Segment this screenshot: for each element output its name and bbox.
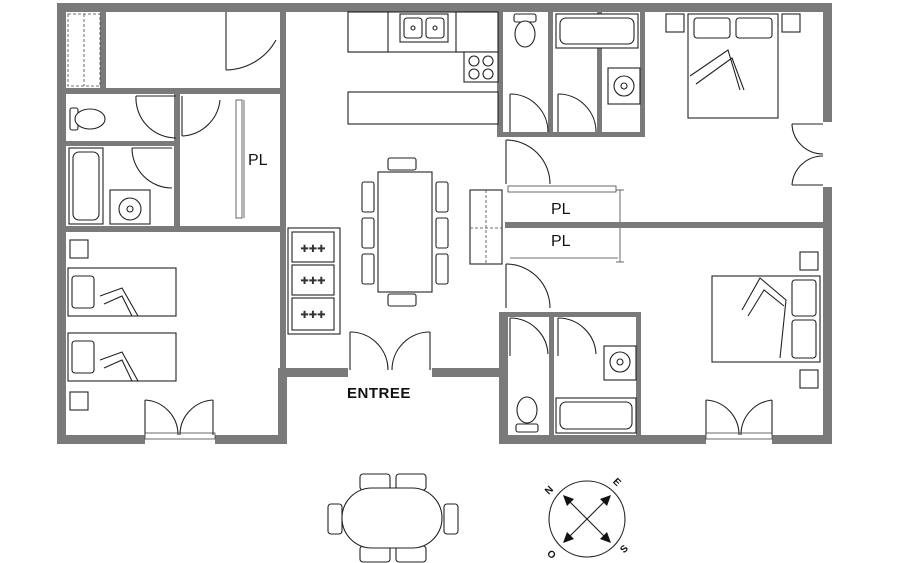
toilet-west bbox=[69, 107, 106, 131]
dining-table bbox=[361, 157, 449, 307]
exterior-walls bbox=[57, 3, 832, 444]
wc-door-west[interactable] bbox=[135, 95, 177, 139]
cooktop bbox=[463, 51, 499, 83]
double-bed-se bbox=[711, 275, 821, 363]
closet-label-ne: PL bbox=[551, 201, 571, 218]
svg-text:✚✚✚: ✚✚✚ bbox=[300, 310, 325, 321]
sink-west bbox=[109, 189, 151, 225]
sink-ne bbox=[607, 67, 641, 105]
nightstand-se-1 bbox=[799, 251, 819, 271]
toilet-ne bbox=[513, 13, 537, 48]
wc-door-ne[interactable] bbox=[509, 93, 549, 133]
single-bed-1 bbox=[67, 267, 177, 317]
sofa: ✚✚✚ ✚✚✚ ✚✚✚ bbox=[287, 227, 341, 335]
nightstand-ne-2 bbox=[781, 13, 801, 33]
toilet-se bbox=[515, 396, 539, 433]
entrance-label: ENTREE bbox=[347, 385, 411, 402]
terrace-dining-set bbox=[327, 473, 459, 563]
hall-door-ne[interactable] bbox=[505, 139, 551, 185]
bathroom-door-se[interactable] bbox=[557, 317, 597, 356]
wc-door-se[interactable] bbox=[509, 317, 549, 356]
nightstand-1 bbox=[69, 239, 89, 259]
closet-west bbox=[235, 99, 245, 219]
compass-east: E bbox=[610, 476, 623, 489]
svg-text:✚✚✚: ✚✚✚ bbox=[300, 276, 325, 287]
compass-west: O bbox=[544, 548, 557, 561]
kitchen-sink bbox=[399, 13, 449, 43]
storage-closet bbox=[67, 13, 101, 87]
entrance-door[interactable] bbox=[349, 331, 431, 371]
bathroom-door-west[interactable] bbox=[131, 147, 173, 189]
bathroom-door-ne[interactable] bbox=[557, 93, 597, 133]
compass-north: N bbox=[543, 484, 556, 497]
interior-walls bbox=[66, 12, 823, 435]
french-window-se[interactable] bbox=[705, 399, 773, 440]
closet-label-west: PL bbox=[248, 152, 268, 169]
closet-label-se: PL bbox=[551, 233, 571, 250]
nightstand-ne-1 bbox=[665, 13, 685, 33]
bathtub-se bbox=[555, 397, 637, 434]
closet-se bbox=[510, 228, 624, 263]
wc-door-west-2[interactable] bbox=[181, 96, 221, 137]
double-bed-ne bbox=[687, 13, 779, 119]
svg-text:✚✚✚: ✚✚✚ bbox=[300, 244, 325, 255]
sink-se bbox=[603, 345, 637, 381]
closet-ne bbox=[507, 185, 624, 222]
bathtub-ne bbox=[555, 13, 639, 49]
french-window-east[interactable] bbox=[791, 123, 824, 186]
nightstand-2 bbox=[69, 391, 89, 411]
closet-door[interactable] bbox=[225, 12, 277, 71]
compass-south: S bbox=[618, 543, 631, 556]
compass-rose bbox=[548, 480, 626, 558]
bathtub-west bbox=[68, 147, 104, 225]
kitchen-island bbox=[347, 91, 499, 125]
hall-door-se[interactable] bbox=[505, 263, 551, 309]
nightstand-se-2 bbox=[799, 369, 819, 389]
single-bed-2 bbox=[67, 332, 177, 382]
french-window-west[interactable] bbox=[144, 399, 216, 440]
storage-shelves bbox=[469, 189, 503, 265]
